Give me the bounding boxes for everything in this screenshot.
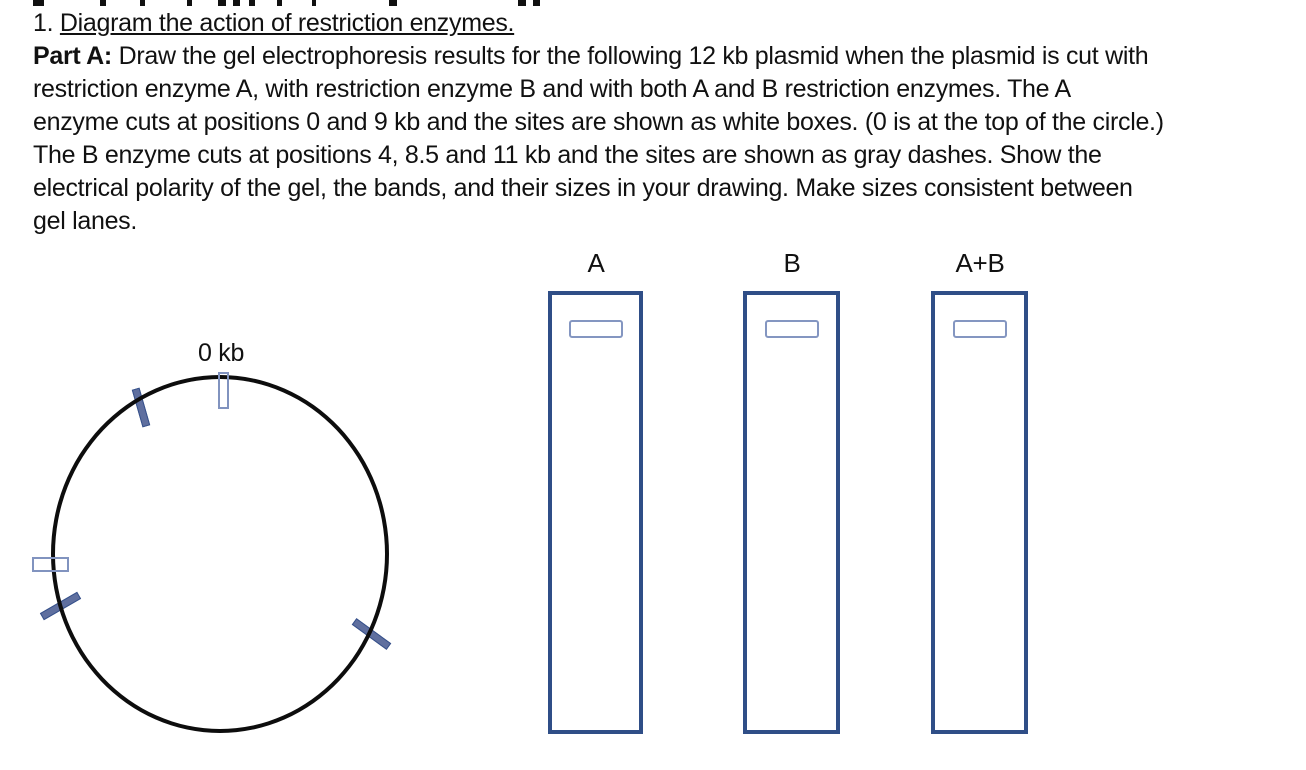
plasmid-circle — [51, 375, 389, 733]
enzyme-a-site-0kb-box — [218, 372, 229, 409]
question-body-line: restriction enzyme A, with restriction e… — [33, 75, 1071, 103]
question-number: 1. — [33, 9, 60, 37]
gel-well-a — [568, 320, 623, 338]
cropped-letter-mark — [187, 0, 192, 6]
cropped-letter-mark — [312, 0, 316, 6]
gel-lane-b — [743, 291, 840, 734]
gel-lane-label-b: B — [783, 248, 801, 278]
cropped-letter-mark — [533, 0, 540, 6]
question-body-line: The B enzyme cuts at positions 4, 8.5 an… — [33, 141, 1102, 169]
part-intro-text: Draw the gel electrophoresis results for… — [111, 42, 1149, 70]
cropped-letter-mark — [218, 0, 226, 6]
cropped-letter-mark — [100, 0, 106, 6]
enzyme-a-site-9kb-box — [32, 557, 69, 572]
gel-lane-label-a: A — [587, 248, 605, 278]
gel-well-b — [764, 320, 819, 338]
cropped-letter-mark — [33, 0, 44, 6]
question-body-line: Part A: Draw the gel electrophoresis res… — [33, 40, 1164, 73]
gel-well-a-plus-b — [952, 320, 1007, 338]
cropped-letter-mark — [233, 0, 240, 6]
cropped-letter-mark — [277, 0, 282, 6]
question-title: Diagram the action of restriction enzyme… — [59, 9, 515, 37]
cropped-letter-mark — [518, 0, 526, 6]
question-body-line: electrical polarity of the gel, the band… — [33, 174, 1133, 202]
gel-lane-a — [548, 291, 643, 734]
gel-lane-label-a-plus-b: A+B — [955, 248, 1005, 278]
cropped-letter-mark — [140, 0, 145, 6]
cropped-letter-mark — [389, 0, 397, 6]
part-label: Part A: — [33, 42, 112, 70]
question-body-line: gel lanes. — [33, 207, 138, 235]
question-body-line: enzyme cuts at positions 0 and 9 kb and … — [33, 108, 1164, 136]
cropped-letter-mark — [249, 0, 255, 6]
plasmid-origin-label: 0 kb — [198, 339, 245, 367]
question-title-line: 1. Diagram the action of restriction enz… — [33, 7, 1164, 40]
cropped-heading-remnant — [0, 0, 1306, 7]
gel-lane-a-plus-b — [931, 291, 1028, 734]
question-text-block: 1. Diagram the action of restriction enz… — [33, 7, 1164, 238]
